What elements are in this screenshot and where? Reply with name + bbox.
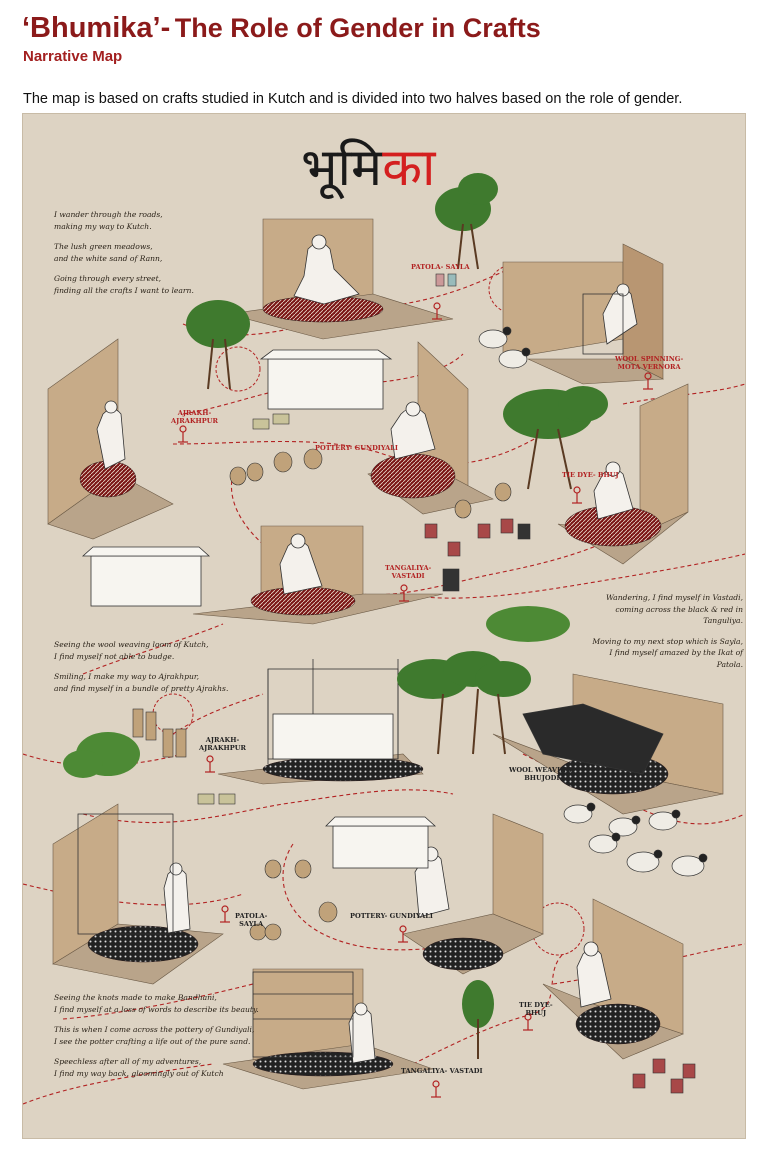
- label-tangaliya-top: TANGALIYA- VASTADI: [385, 564, 432, 580]
- poem-stanza: Wandering, I find myself in Vastadi, com…: [606, 593, 743, 625]
- sheep: [478, 326, 708, 877]
- poem-stanza: Smiling, I make my way to Ajrakhpur, and…: [54, 672, 229, 693]
- title-separator: -: [160, 12, 171, 44]
- artisan-figures: [96, 234, 638, 1064]
- poem-stanza: Seeing the knots made to make Bandhani, …: [54, 993, 259, 1014]
- location-pins: [178, 302, 653, 1098]
- huts-and-looms: [77, 293, 664, 1058]
- poem-stanza: Seeing the wool weaving loom of Kutch, I…: [54, 640, 209, 661]
- poem-block-wool: Seeing the wool weaving loom of Kutch, I…: [54, 639, 244, 703]
- label-ajrakh-top: AJRAKH- AJRAKHPUR: [171, 409, 218, 425]
- hindi-title-red-part: का: [382, 138, 436, 198]
- narrative-path: [23, 263, 745, 1105]
- label-tie-dye-bottom: TIE DYE- BHUJ: [519, 1001, 553, 1017]
- trees: [63, 173, 608, 1059]
- pots-and-yarn: [132, 273, 696, 1094]
- label-patola-sayla-top: PATOLA- SAYLA: [411, 263, 470, 271]
- poem-block-vastadi: Wandering, I find myself in Vastadi, com…: [583, 592, 743, 679]
- label-patola-bottom: PATOLA- SAYLA: [235, 912, 268, 928]
- hindi-title-bhumika: भूमिका: [301, 130, 436, 201]
- poem-stanza: Moving to my next stop which is Sayla, I…: [592, 636, 743, 669]
- poem-stanza: I wander through the roads, making my wa…: [54, 210, 163, 231]
- craft-rugs: [79, 295, 669, 1077]
- poster-title: ‘Bhumika’- The Role of Gender in Crafts: [22, 12, 541, 45]
- narrative-map-poster: भूमिका I wander through the roads, makin…: [22, 113, 746, 1139]
- title-role-of-gender: The Role of Gender in Crafts: [174, 13, 541, 43]
- subtitle-narrative-map: Narrative Map: [23, 48, 123, 65]
- map-illustration: [23, 173, 745, 1105]
- poem-block-finale: Seeing the knots made to make Bandhani, …: [54, 992, 279, 1088]
- poem-stanza: This is when I come across the pottery o…: [54, 1025, 255, 1046]
- label-wool-weaving-bottom: WOOL WEAVING- BHUJODI: [509, 766, 575, 782]
- label-ajrakh-bottom: AJRAKH- AJRAKHPUR: [199, 736, 246, 752]
- poem-block-intro: I wander through the roads, making my wa…: [54, 209, 204, 305]
- poem-stanza: The lush green meadows, and the white sa…: [54, 242, 163, 263]
- hindi-title-dark-part: भूमि: [301, 138, 383, 198]
- poem-stanza: Going through every street, finding all …: [54, 274, 194, 295]
- label-tie-dye-top: TIE DYE- BHUJ: [562, 471, 619, 479]
- title-bhumika: ‘Bhumika’: [22, 12, 161, 44]
- label-pottery-top: POTTERY- GUNDIYALI: [315, 444, 398, 452]
- poem-stanza: Speechless after all of my adventures, I…: [54, 1057, 224, 1078]
- map-description: The map is based on crafts studied in Ku…: [23, 91, 683, 107]
- label-tangaliya-bottom: TANGALIYA- VASTADI: [401, 1067, 483, 1075]
- label-wool-spinning-top: WOOL SPINNING- MOTA VERNORA: [615, 355, 684, 371]
- label-pottery-bottom: POTTERY- GUNDIYALI: [350, 912, 433, 920]
